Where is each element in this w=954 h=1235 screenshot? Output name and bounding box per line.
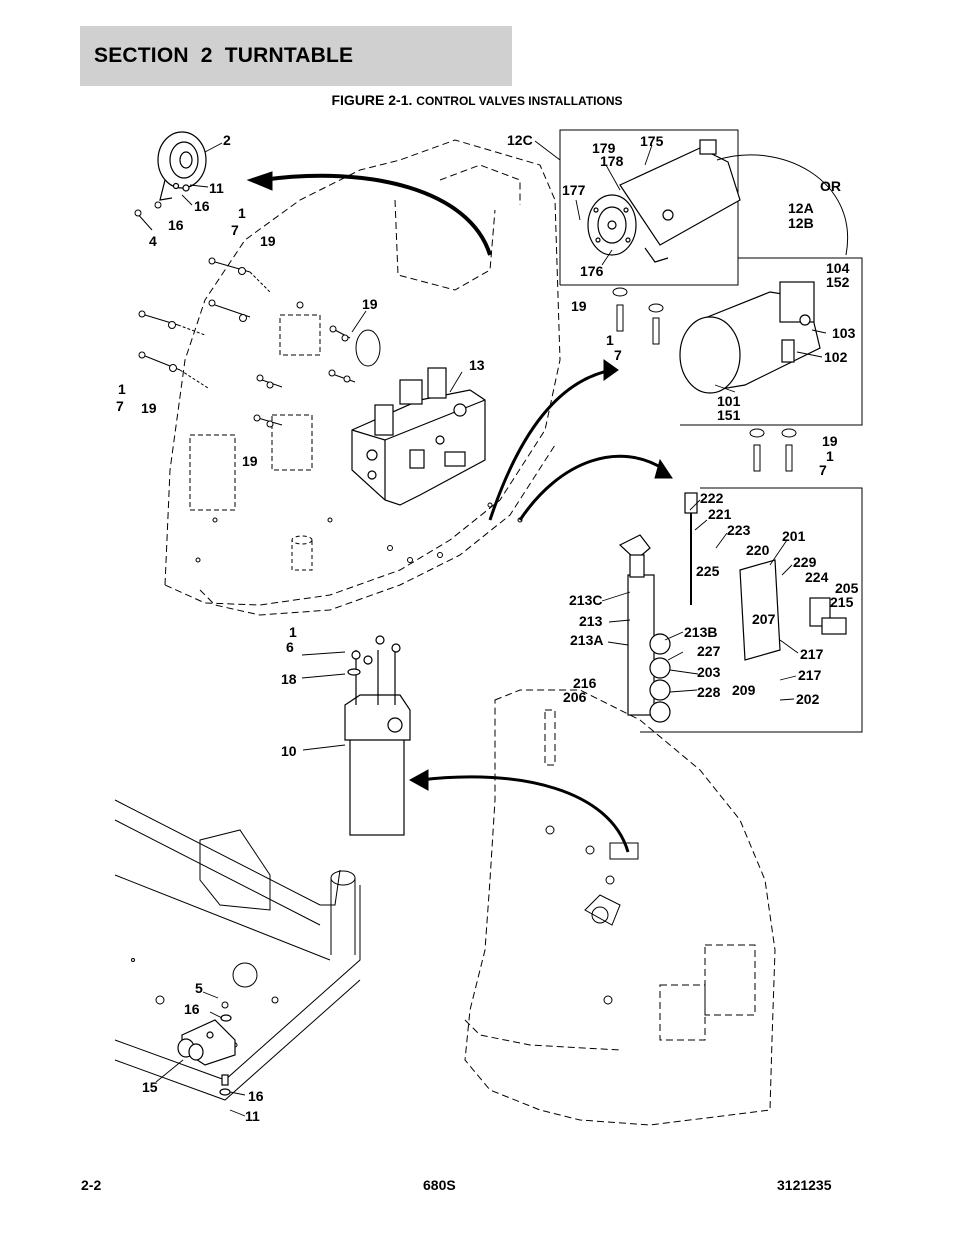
callout-label: 1	[118, 381, 126, 397]
callout-label: 222	[700, 490, 724, 506]
motor-12a	[679, 281, 821, 394]
callout-label: 216	[573, 675, 597, 691]
callout-label: 217	[800, 646, 824, 662]
callout-label: 7	[231, 222, 239, 238]
callout-label: 11	[245, 1108, 260, 1124]
motor-12c	[587, 139, 741, 263]
base-frame	[114, 799, 361, 1101]
callout-label: 221	[708, 506, 732, 522]
figure-title: FIGURE 2-1. CONTROL VALVES INSTALLATIONS	[0, 92, 954, 108]
callout-label: 1	[238, 205, 246, 221]
callout-label: 1	[289, 624, 297, 640]
callout-label: 13	[469, 357, 485, 373]
horn-assembly	[157, 131, 207, 201]
callout-label: 213C	[569, 592, 602, 608]
callout-label: 16	[184, 1001, 200, 1017]
callout-label: 16	[248, 1088, 264, 1104]
callout-label: 5	[195, 980, 203, 996]
callout-label: 19	[571, 298, 587, 314]
callout-labels: 2 11 16 16 4 1 7 19 19 13 1 7 19 19 12C …	[116, 132, 859, 1124]
callout-label: 104	[826, 260, 850, 276]
callout-label: 18	[281, 671, 297, 687]
callout-label: 224	[805, 569, 829, 585]
figure-title-text: CONTROL VALVES INSTALLATIONS	[416, 94, 623, 108]
callout-label: 179	[592, 140, 616, 156]
callout-label: 213	[579, 613, 603, 629]
callout-label: 101	[717, 393, 741, 409]
callout-label: 16	[194, 198, 210, 214]
callout-label: 15	[142, 1079, 158, 1095]
callout-label: 152	[826, 274, 850, 290]
plate-cylinder	[291, 535, 313, 571]
callout-label: 102	[824, 349, 848, 365]
callout-label: 7	[116, 398, 124, 414]
callout-label: 213A	[570, 632, 603, 648]
callout-label: 205	[835, 580, 859, 596]
footer-model: 680S	[423, 1177, 456, 1193]
callout-label: 206	[563, 689, 587, 705]
callout-label: 7	[819, 462, 827, 478]
callout-label: 2	[223, 132, 231, 148]
callout-label: 19	[260, 233, 276, 249]
section-title: SECTION 2 TURNTABLE	[94, 44, 354, 67]
callout-label: 201	[782, 528, 806, 544]
section-header-bar: SECTION 2 TURNTABLE	[80, 26, 512, 86]
leader-lines	[155, 140, 827, 1117]
callout-label: 213B	[684, 624, 717, 640]
valve-block-13	[351, 367, 486, 506]
lower-turntable-plate	[464, 689, 776, 1126]
lower-plate-holes	[545, 825, 639, 1005]
callout-label: 12A	[788, 200, 814, 216]
plate-details	[189, 301, 523, 563]
callout-label: 220	[746, 542, 770, 558]
callout-label: 229	[793, 554, 817, 570]
plate-bolts	[138, 257, 356, 428]
callout-label: 215	[830, 594, 854, 610]
callout-label: 12C	[507, 132, 533, 148]
motor-hardware	[612, 287, 797, 472]
callout-label: 202	[796, 691, 820, 707]
horn-hardware	[134, 201, 162, 231]
callout-label: 209	[732, 682, 756, 698]
figure-title-prefix: FIGURE 2-1.	[331, 92, 417, 108]
callout-label: 19	[822, 433, 838, 449]
callout-label: 19	[242, 453, 258, 469]
callout-label: 151	[717, 407, 741, 423]
footer-page-number: 2-2	[81, 1177, 102, 1193]
callout-label: 217	[798, 667, 822, 683]
callout-label: 176	[580, 263, 604, 279]
handpump-frame	[640, 487, 863, 733]
callout-label: 203	[697, 664, 721, 680]
callout-label: 103	[832, 325, 856, 341]
upper-turntable-plate	[164, 139, 561, 616]
callout-label: 10	[281, 743, 297, 759]
callout-label: 207	[752, 611, 776, 627]
callout-label: 6	[286, 639, 294, 655]
callout-label: 223	[727, 522, 751, 538]
callout-label: 227	[697, 643, 721, 659]
callout-label: 16	[168, 217, 184, 233]
callout-label: 1	[606, 332, 614, 348]
callout-label: 7	[614, 347, 622, 363]
callout-label: 19	[362, 296, 378, 312]
motor-12a-frame	[680, 257, 863, 426]
callout-label: 178	[600, 153, 624, 169]
motor-12c-frame	[559, 129, 739, 286]
footer-doc-number: 3121235	[777, 1177, 832, 1193]
callout-label: 19	[141, 400, 157, 416]
callout-label: 177	[562, 182, 586, 198]
callout-label: 1	[826, 448, 834, 464]
callout-label: 12B	[788, 215, 814, 231]
return-filter-10	[344, 635, 411, 836]
handpump-assembly	[618, 492, 847, 723]
valve-15	[177, 1014, 236, 1096]
callout-label: 4	[149, 233, 157, 249]
callout-label: OR	[820, 178, 841, 194]
assembly-arrows	[246, 171, 673, 853]
callout-label: 175	[640, 133, 664, 149]
callout-label: 228	[697, 684, 721, 700]
callout-label: 11	[209, 180, 224, 196]
callout-label: 225	[696, 563, 720, 579]
